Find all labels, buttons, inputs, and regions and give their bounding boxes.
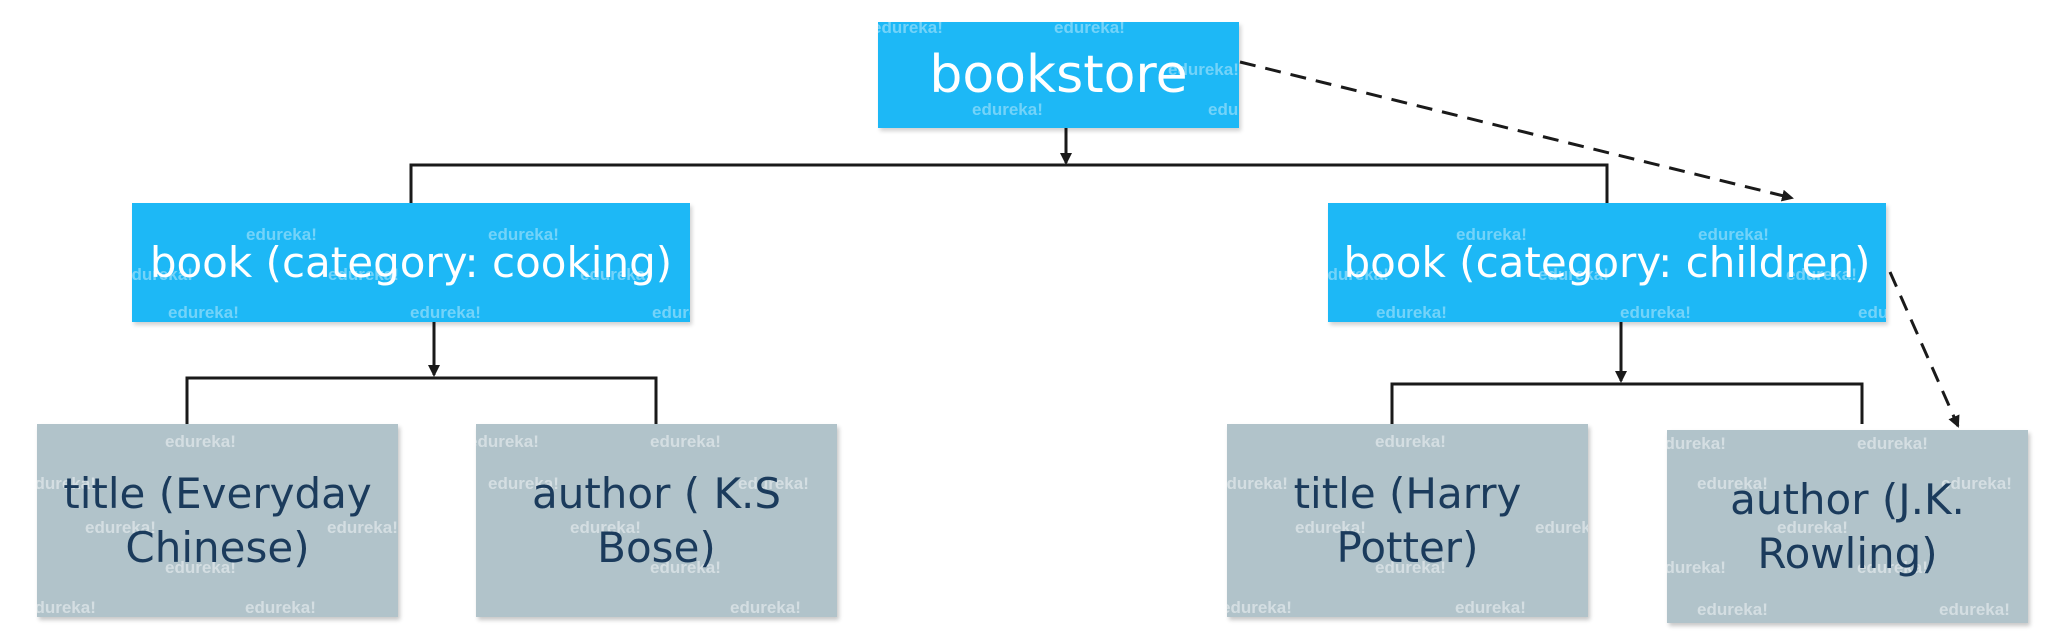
watermark: edureka! [1227,598,1292,617]
watermark: edureka! [1939,600,2010,619]
watermark: edureka! [878,22,943,37]
node-author-children: edureka! edureka! edureka! edureka! edur… [1667,430,2028,623]
watermark: edureka! [1667,558,1726,577]
node-bookstore: edureka! edureka! edureka! edureka! edur… [878,22,1239,128]
dashed-path-children-to-author [1888,271,1960,428]
watermark: edureka! [410,303,481,322]
watermark: edureka! [1227,474,1288,493]
watermark: edureka! [85,518,156,537]
watermark: edureka! [132,265,193,284]
node-label: book (category: children) [1343,237,1871,287]
watermark: edureka! [476,432,539,451]
watermark: edureka! [1857,434,1928,453]
watermark: edureka! [972,100,1043,119]
watermark: edureka! [488,225,559,244]
node-book-children: edureka! edureka! edureka! edureka! edur… [1328,203,1886,322]
watermark: edureka! [165,432,236,451]
node-label: title (Everyday Chinese) [63,468,372,572]
node-book-cooking: edureka! edureka! edureka! edureka! edur… [132,203,690,322]
watermark: edureka! [1208,100,1239,119]
watermark: edureka! [650,558,721,577]
watermark: edureka! [1697,474,1768,493]
watermark: edureka! [37,474,96,493]
watermark: edureka! [738,474,809,493]
watermark: edureka! [1698,225,1769,244]
watermark: edureka! [1328,265,1389,284]
node-label: book (category: cooking) [149,237,673,287]
node-label: bookstore [929,44,1188,105]
watermark: edureka! [652,303,690,322]
watermark: edureka! [1858,303,1886,322]
watermark: edureka! [37,598,96,617]
watermark: edureka! [1620,303,1691,322]
watermark: edureka! [328,265,399,284]
node-title-cooking: edureka! edureka! edureka! edureka! edur… [37,424,398,617]
watermark: edureka! [327,518,398,537]
watermark: edureka! [1375,432,1446,451]
watermark: edureka! [570,518,641,537]
watermark: edureka! [1456,225,1527,244]
watermark: edureka! [1535,518,1588,537]
level1-bracket [409,163,1609,203]
watermark: edureka! [165,558,236,577]
watermark: edureka! [488,474,559,493]
watermark: edureka! [1168,60,1239,79]
watermark: edureka! [168,303,239,322]
watermark: edureka! [1697,600,1768,619]
watermark: edureka! [1054,22,1125,37]
watermark: edureka! [1857,558,1928,577]
node-title-children: edureka! edureka! edureka! edureka! edur… [1227,424,1588,617]
watermark: edureka! [1538,265,1609,284]
node-label: author ( K.S Bose) [531,468,782,572]
watermark: edureka! [580,265,651,284]
dashed-path-root-to-children [1239,60,1794,202]
watermark: edureka! [1777,518,1848,537]
watermark: edureka! [1667,434,1726,453]
watermark: edureka! [1941,474,2012,493]
watermark: edureka! [730,598,801,617]
watermark: edureka! [246,225,317,244]
watermark: edureka! [1455,598,1526,617]
watermark: edureka! [245,598,316,617]
watermark: edureka! [650,432,721,451]
watermark: edureka! [1376,303,1447,322]
node-label: title (Harry Potter) [1293,468,1522,572]
node-label: author (J.K. Rowling) [1730,474,1965,578]
children-children-bracket [1390,382,1864,424]
watermark: edureka! [1786,265,1857,284]
watermark: edureka! [1375,558,1446,577]
watermark: edureka! [1295,518,1366,537]
cooking-children-bracket [185,376,658,424]
node-author-cooking: edureka! edureka! edureka! edureka! edur… [476,424,837,617]
